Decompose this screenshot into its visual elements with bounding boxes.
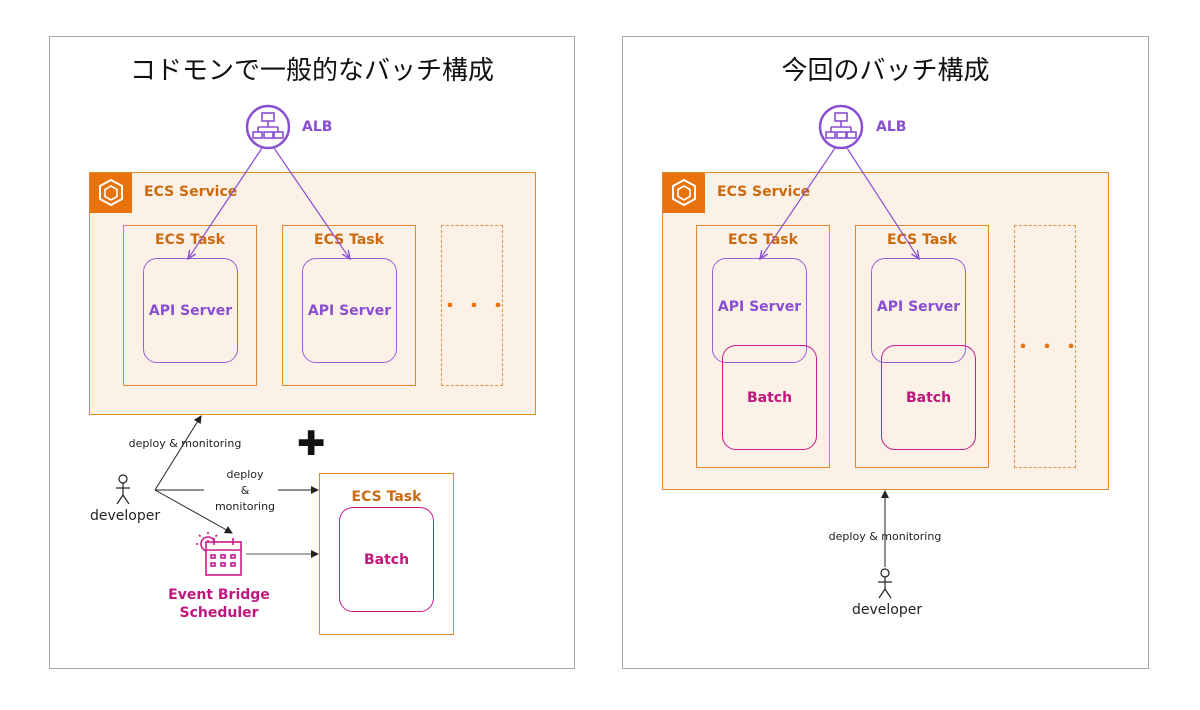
developer-label: developer — [852, 602, 923, 618]
eventbridge-line2: Scheduler — [179, 605, 259, 621]
deploy-word: deploy — [226, 468, 264, 481]
ecs-service-icon — [663, 173, 705, 213]
right-panel-title: 今回のバッチ構成 — [781, 56, 990, 86]
ecs-task-label: ECS Task — [351, 489, 422, 505]
ecs-service-icon — [90, 173, 132, 213]
ecs-service-label: ECS Service — [144, 184, 238, 200]
api-server: API Server — [143, 258, 238, 363]
ecs-task-label: ECS Task — [314, 232, 384, 248]
ecs-task-label: ECS Task — [728, 232, 798, 248]
alb-label: ALB — [302, 119, 333, 135]
plus-icon: ✚ — [297, 424, 326, 464]
monitoring-word: monitoring — [214, 500, 276, 513]
ecs-task-label: ECS Task — [155, 232, 225, 248]
developer-label: developer — [90, 508, 161, 524]
more-tasks — [1014, 225, 1076, 468]
ecs-service-label: ECS Service — [717, 184, 811, 200]
deploy-monitoring-label: deploy & monitoring — [825, 529, 945, 545]
more-tasks-dots: ・・・ — [1014, 337, 1086, 358]
api-server-label: API Server — [717, 299, 802, 315]
eventbridge-scheduler-label: Event Bridge Scheduler — [160, 586, 278, 622]
api-server-label: API Server — [876, 299, 961, 315]
more-tasks-dots: ・・・ — [441, 296, 513, 317]
api-server: API Server — [302, 258, 397, 363]
batch: Batch — [881, 345, 976, 450]
ecs-task-label: ECS Task — [887, 232, 957, 248]
alb-label: ALB — [876, 119, 907, 135]
more-tasks — [441, 225, 503, 386]
eventbridge-line1: Event Bridge — [168, 587, 270, 603]
ampersand: & — [240, 484, 250, 497]
deploy-monitoring-label: deploy & monitoring — [205, 467, 285, 515]
deploy-monitoring-label: deploy & monitoring — [128, 437, 242, 450]
batch: Batch — [722, 345, 817, 450]
left-panel-title: コドモンで一般的なバッチ構成 — [129, 56, 494, 86]
batch: Batch — [339, 507, 434, 612]
